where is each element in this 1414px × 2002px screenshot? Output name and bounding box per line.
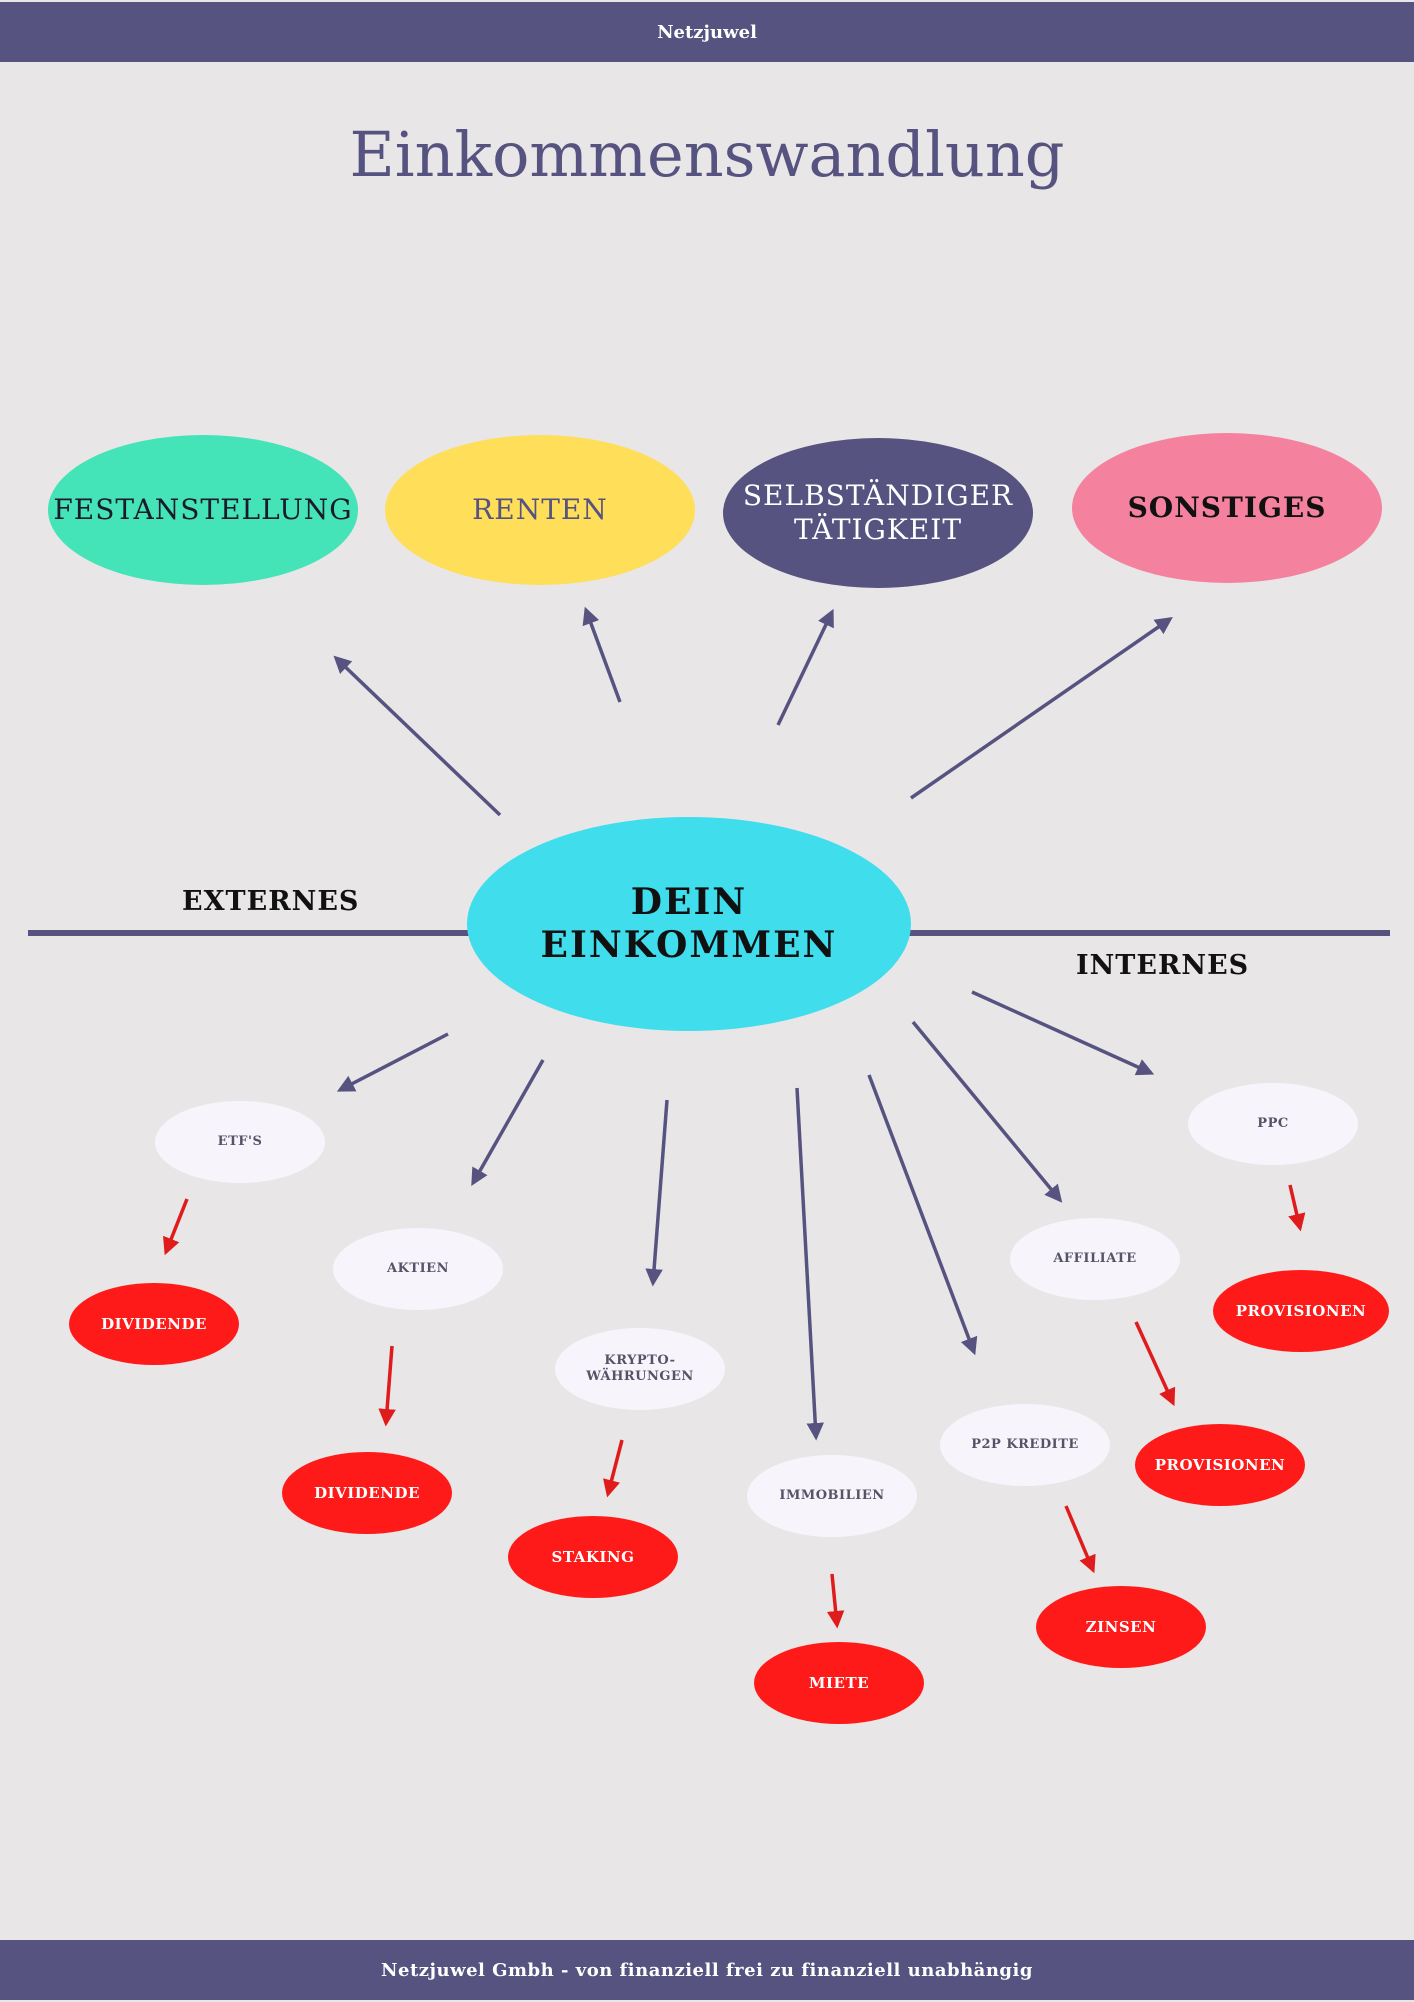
arrow-ppc-result bbox=[1288, 1184, 1306, 1232]
result-krypto-label: STAKING bbox=[551, 1548, 635, 1566]
header-bar: Netzjuwel bbox=[0, 2, 1414, 62]
category-festanstellung: FESTANSTELLUNG bbox=[48, 435, 358, 585]
result-p2p: ZINSEN bbox=[1036, 1586, 1206, 1668]
source-krypto-label: KRYPTO- WÄHRUNGEN bbox=[586, 1353, 694, 1384]
arrow-to-etfs bbox=[336, 1032, 449, 1092]
source-p2p: P2P KREDITE bbox=[940, 1404, 1110, 1486]
source-krypto: KRYPTO- WÄHRUNGEN bbox=[555, 1328, 725, 1410]
arrow-to-festanstellung bbox=[333, 655, 502, 817]
source-etfs: ETF'S bbox=[155, 1101, 325, 1183]
arrow-etfs-result bbox=[163, 1198, 189, 1256]
result-aktien-label: DIVIDENDE bbox=[314, 1484, 420, 1502]
result-krypto: STAKING bbox=[508, 1516, 678, 1598]
center-label: DEIN EINKOMMEN bbox=[540, 880, 838, 966]
category-sonstiges-label: SONSTIGES bbox=[1127, 491, 1327, 525]
arrow-to-affiliate bbox=[911, 1020, 1063, 1203]
arrow-to-aktien bbox=[471, 1059, 545, 1187]
footer-bar: Netzjuwel Gmbh - von finanziell frei zu … bbox=[0, 1940, 1414, 2000]
result-etfs-label: DIVIDENDE bbox=[101, 1315, 207, 1333]
category-selbstaendiger-label: SELBSTÄNDIGER TÄTIGKEIT bbox=[742, 479, 1014, 546]
source-aktien-label: AKTIEN bbox=[387, 1261, 449, 1277]
source-immobilien-label: IMMOBILIEN bbox=[779, 1488, 885, 1504]
arrow-to-renten bbox=[582, 606, 622, 703]
result-immobilien: MIETE bbox=[754, 1642, 924, 1724]
footer-text: Netzjuwel Gmbh - von finanziell frei zu … bbox=[381, 1960, 1033, 1981]
source-p2p-label: P2P KREDITE bbox=[971, 1437, 1079, 1453]
result-immobilien-label: MIETE bbox=[808, 1674, 870, 1692]
arrow-krypto-result bbox=[603, 1439, 624, 1498]
source-ppc: PPC bbox=[1188, 1083, 1358, 1165]
arrow-affiliate-result bbox=[1134, 1321, 1176, 1407]
center-node: DEIN EINKOMMEN bbox=[467, 817, 911, 1031]
arrow-to-selbstaendiger bbox=[776, 608, 834, 726]
arrow-to-p2p bbox=[867, 1074, 978, 1356]
arrow-to-ppc bbox=[971, 990, 1155, 1076]
category-renten-label: RENTEN bbox=[472, 493, 608, 527]
header-brand: Netzjuwel bbox=[657, 22, 757, 43]
result-p2p-label: ZINSEN bbox=[1085, 1618, 1157, 1636]
result-aktien: DIVIDENDE bbox=[282, 1452, 452, 1534]
arrow-p2p-result bbox=[1064, 1505, 1096, 1574]
arrow-immobilien-result bbox=[826, 1573, 845, 1629]
internes-label: INTERNES bbox=[1076, 950, 1250, 981]
category-selbstaendiger: SELBSTÄNDIGER TÄTIGKEIT bbox=[723, 438, 1033, 588]
result-affiliate-label: PROVISIONEN bbox=[1154, 1456, 1286, 1474]
source-ppc-label: PPC bbox=[1257, 1116, 1289, 1132]
source-etfs-label: ETF'S bbox=[217, 1134, 263, 1150]
result-ppc: PROVISIONEN bbox=[1213, 1270, 1389, 1352]
result-ppc-label: PROVISIONEN bbox=[1235, 1302, 1367, 1320]
source-affiliate-label: AFFILIATE bbox=[1053, 1251, 1137, 1267]
source-aktien: AKTIEN bbox=[333, 1228, 503, 1310]
result-etfs: DIVIDENDE bbox=[69, 1283, 239, 1365]
arrow-to-immobilien bbox=[795, 1087, 824, 1441]
page-title: Einkommenswandlung bbox=[349, 118, 1065, 191]
externes-label: EXTERNES bbox=[182, 886, 360, 917]
source-immobilien: IMMOBILIEN bbox=[747, 1455, 917, 1537]
category-sonstiges: SONSTIGES bbox=[1072, 433, 1382, 583]
arrow-to-krypto bbox=[645, 1099, 669, 1287]
arrow-aktien-result bbox=[378, 1345, 396, 1427]
category-renten: RENTEN bbox=[385, 435, 695, 585]
source-affiliate: AFFILIATE bbox=[1010, 1218, 1180, 1300]
category-festanstellung-label: FESTANSTELLUNG bbox=[53, 493, 353, 527]
arrow-to-sonstiges bbox=[910, 617, 1173, 800]
result-affiliate: PROVISIONEN bbox=[1135, 1424, 1305, 1506]
